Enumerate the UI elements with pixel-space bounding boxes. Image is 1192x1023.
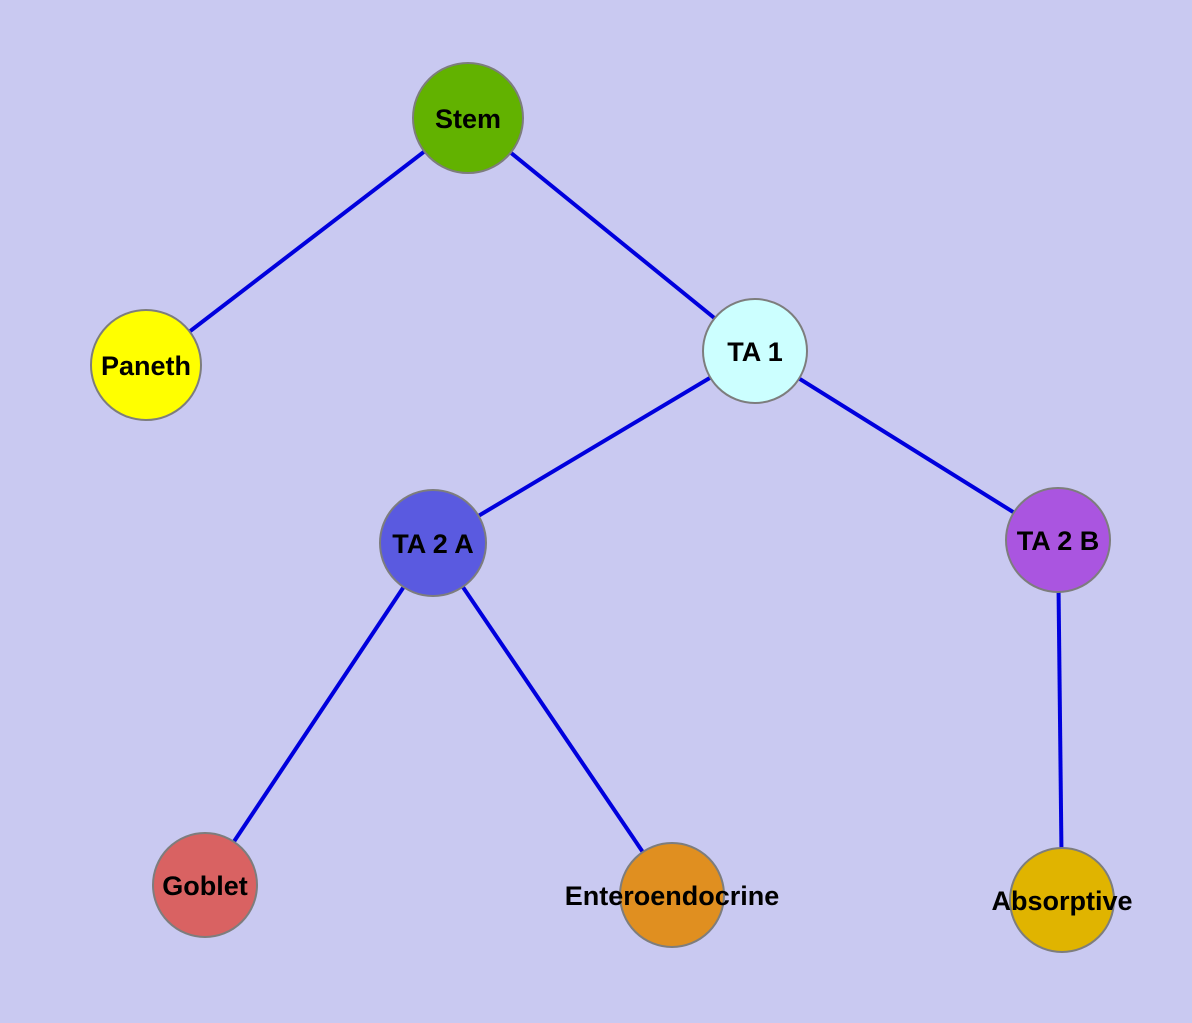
edges-layer <box>144 116 1064 901</box>
node-circle-paneth[interactable] <box>90 309 202 421</box>
node-goblet[interactable]: Goblet <box>152 832 258 938</box>
edge-ta1-ta2a <box>431 349 757 545</box>
node-circle-ta1[interactable] <box>702 298 808 404</box>
node-ta1[interactable]: TA 1 <box>702 298 808 404</box>
node-paneth[interactable]: Paneth <box>90 309 202 421</box>
node-circle-ta2b[interactable] <box>1005 487 1111 593</box>
edge-stem-ta1 <box>466 116 757 353</box>
edge-ta2a-goblet <box>203 541 435 887</box>
edge-ta1-ta2b <box>753 349 1060 542</box>
node-ta2b[interactable]: TA 2 B <box>1005 487 1111 593</box>
node-circle-enteroendocrine[interactable] <box>619 842 725 948</box>
node-stem[interactable]: Stem <box>412 62 524 174</box>
node-circle-ta2a[interactable] <box>379 489 487 597</box>
node-circle-stem[interactable] <box>412 62 524 174</box>
node-ta2a[interactable]: TA 2 A <box>379 489 487 597</box>
edge-stem-paneth <box>144 116 470 367</box>
node-circle-goblet[interactable] <box>152 832 258 938</box>
edge-ta2b-absorptive <box>1056 539 1064 901</box>
node-circle-absorptive[interactable] <box>1009 847 1115 953</box>
edge-ta2a-enteroendocrine <box>431 541 674 897</box>
